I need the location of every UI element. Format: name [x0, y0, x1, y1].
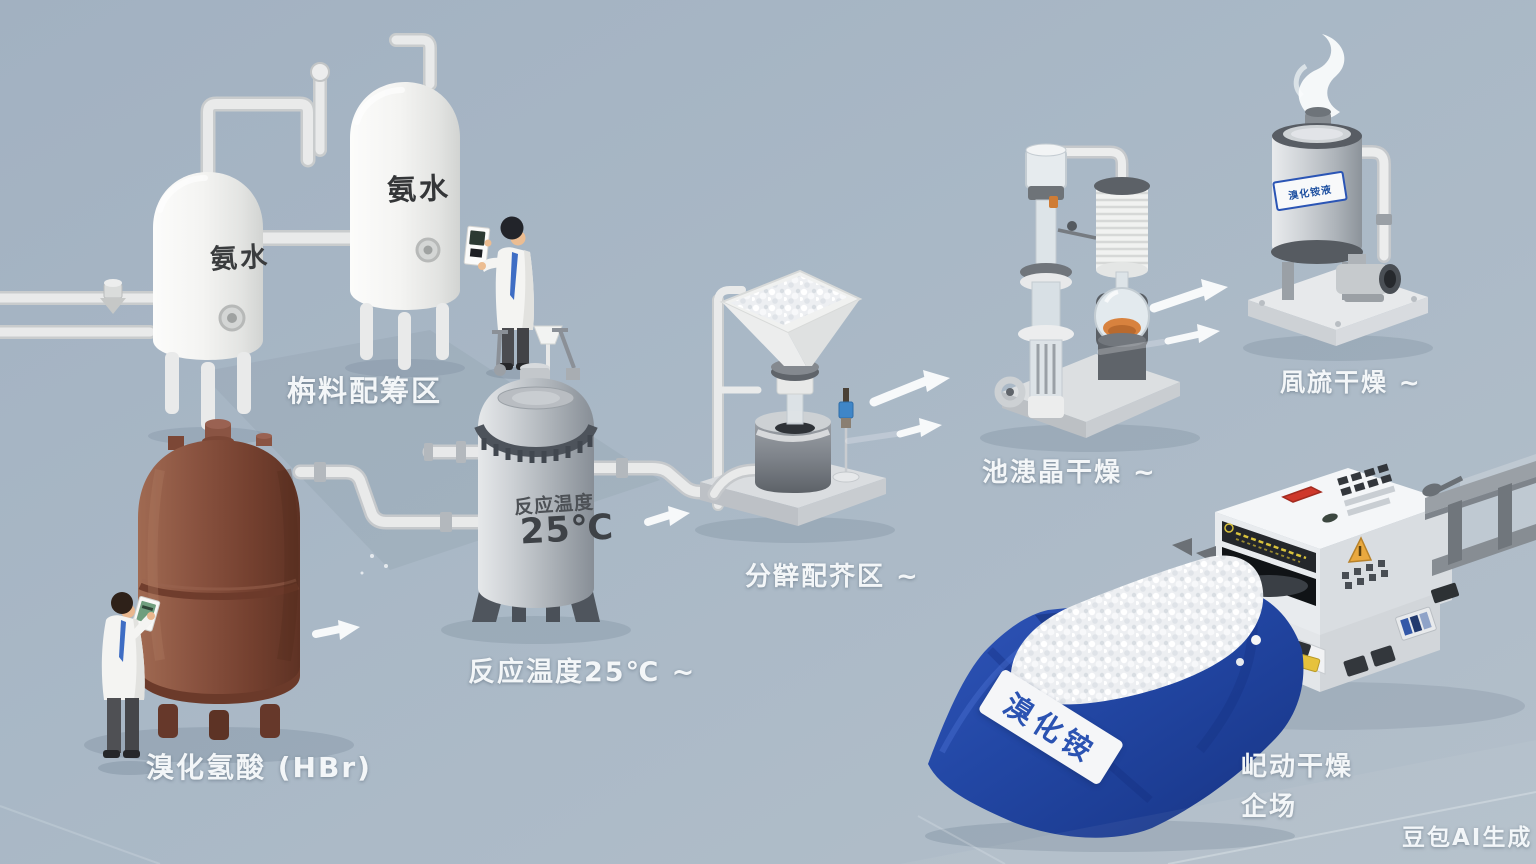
- label-ammonia-left: 氨水: [209, 241, 271, 276]
- label-ammonia-right: 氨水: [386, 170, 452, 208]
- keypad: [1337, 463, 1396, 517]
- label-separation-caption: 分辥配芥区 ~: [745, 562, 920, 592]
- bolt-teeth: [481, 435, 593, 463]
- vessel-pump: [1336, 254, 1401, 302]
- control-buttons: [1342, 560, 1388, 589]
- discharge-rails: [1422, 454, 1536, 576]
- sparkles: [360, 554, 388, 575]
- glass-column: [1018, 143, 1097, 418]
- label-pack-caption-2: 企场: [1241, 792, 1298, 822]
- feed-pipes: [0, 33, 437, 339]
- label-reaction-caption: 反应温度25℃ ~: [468, 657, 697, 688]
- label-hbr: 溴化氢酸 (HBr): [146, 751, 372, 784]
- ai-watermark: 豆包AI生成: [1402, 825, 1533, 851]
- clipboard: [463, 225, 491, 267]
- label-prep-area: 栴料配筹区: [287, 374, 443, 408]
- flow-arrows: [312, 279, 1228, 640]
- label-filter-caption: 池漶晶干燥 ~: [982, 458, 1157, 488]
- hbr-tank: [138, 419, 300, 740]
- drying-vessel: [1248, 34, 1428, 346]
- pipe-hbr-to-reactor: [292, 462, 486, 532]
- steam: [1298, 34, 1345, 120]
- red-button: [1281, 486, 1323, 503]
- label-dry-caption: 凮旈干燥 ~: [1280, 368, 1422, 397]
- floor-lines: [0, 740, 1536, 864]
- side-display: [1395, 606, 1437, 641]
- reactor: [422, 328, 734, 622]
- ammonia-tank-left: [153, 172, 263, 430]
- label-reactor-temp: 25℃: [519, 507, 616, 553]
- ammonia-tank-right: [350, 82, 460, 370]
- distillation-rig: [994, 143, 1180, 438]
- technician-2: [101, 592, 161, 758]
- funnel-station: [700, 269, 886, 526]
- left-valve: [100, 279, 126, 314]
- dosing-syringe: [832, 388, 860, 483]
- condenser: [1094, 177, 1150, 293]
- label-pack-caption-1: 屺动干燥: [1241, 752, 1354, 782]
